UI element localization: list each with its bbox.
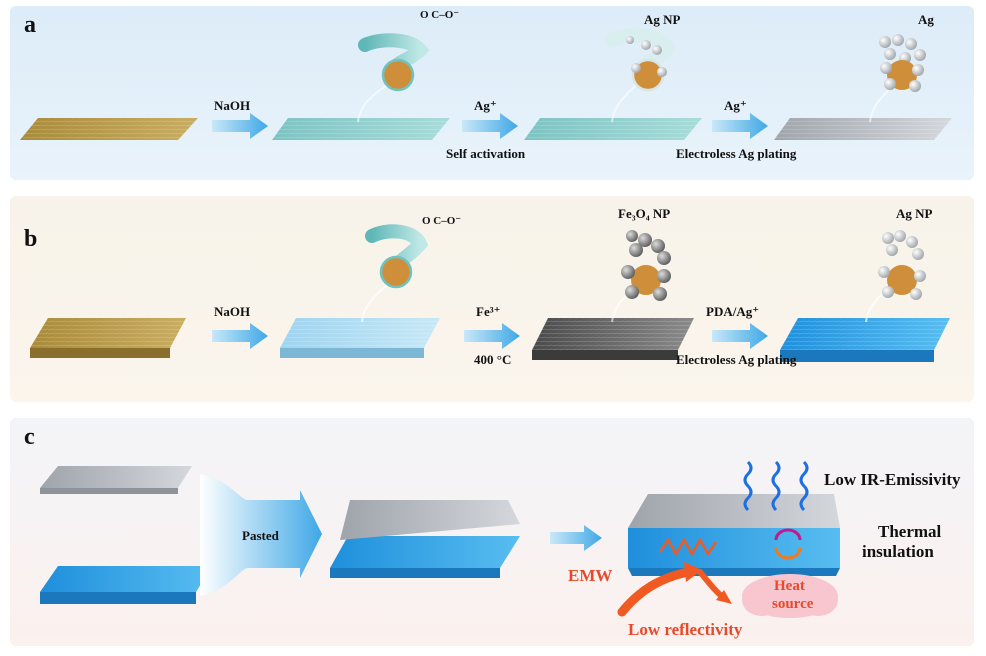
panel-a-step3-top: Ag⁺ — [724, 98, 747, 113]
panel-a-fiber-zoom-1 — [357, 33, 430, 123]
panel-b-fabric-treated — [280, 318, 440, 358]
panel-b-step2-bottom: 400 °C — [474, 352, 512, 367]
panel-b-fiber-zoom-1 — [361, 224, 429, 323]
panel-a-fabric-silver — [774, 118, 952, 140]
panel-a-arrow-3 — [712, 113, 768, 139]
panel-b-fabric-raw — [30, 318, 186, 358]
panel-b-arrow-3 — [712, 323, 768, 349]
panel-c-fabric-silver — [40, 466, 192, 494]
panel-a-carboxyl-label: O C–O⁻ — [420, 9, 460, 21]
panel-c-insulation-label: insulation — [862, 542, 934, 561]
panel-a-fabric-treated — [272, 118, 450, 140]
panel-a-fiber-zoom-2 — [605, 28, 677, 123]
panel-label-a: a — [24, 12, 36, 38]
panel-b-arrow-2 — [464, 323, 520, 349]
panel-b-carboxyl-label: O C–O⁻ — [422, 215, 462, 227]
panel-label-b: b — [24, 226, 38, 252]
panel-c-heat-label: Heat — [774, 578, 805, 594]
panel-b-arrow-1 — [212, 323, 268, 349]
panel-b-step3-top: PDA/Ag⁺ — [706, 304, 760, 319]
panel-a-fabric-raw — [20, 118, 198, 140]
panel-c-ir-waves — [743, 460, 809, 512]
panel-c-fabric-composite — [330, 500, 520, 578]
panel-c-arrow — [550, 525, 602, 551]
panel-c-fabric-final — [628, 494, 840, 576]
panel-c-fabric-blue — [40, 566, 212, 604]
panel-a-step2-bottom: Self activation — [446, 146, 526, 161]
panel-b-step1-label: NaOH — [214, 304, 251, 319]
panel-label-c: c — [24, 424, 35, 450]
panel-c-thermal-cycle — [774, 528, 802, 560]
panel-c-pasted-label: Pasted — [242, 528, 279, 543]
panel-c-pasted-arrow — [200, 474, 322, 596]
panel-c-low-ir-label: Low IR-Emissivity — [824, 470, 961, 489]
panel-a — [10, 6, 974, 180]
panel-c-emw-arrows — [617, 562, 732, 617]
panel-a-fabric-activated — [524, 118, 702, 140]
panel-c-emw-wave — [658, 537, 718, 557]
panel-c-low-reflectivity-label: Low reflectivity — [628, 620, 743, 639]
panel-a-np-label: Ag NP — [644, 12, 681, 27]
panel-c-emw-label: EMW — [568, 566, 613, 585]
panel-b — [10, 196, 974, 402]
panel-a-step1-label: NaOH — [214, 98, 251, 113]
panel-c-heat-cloud — [742, 574, 838, 618]
panel-b-step3-bottom: Electroless Ag plating — [676, 352, 797, 367]
panel-a-step2-top: Ag⁺ — [474, 98, 497, 113]
panel-a-arrow-2 — [462, 113, 518, 139]
panel-c-source-label: source — [772, 596, 814, 612]
panel-b-step2-top: Fe³⁺ — [476, 304, 501, 319]
panel-b-fiber-zoom-2 — [611, 230, 671, 323]
panel-b-fabric-blue — [780, 318, 950, 362]
panel-a-final-label: Ag — [918, 12, 934, 27]
panel-a-arrow-1 — [212, 113, 268, 139]
panel-b-np-label: Fe₃O₄ NP — [618, 206, 671, 221]
panel-a-fiber-zoom-3 — [869, 34, 926, 123]
panel-a-step3-bottom: Electroless Ag plating — [676, 146, 797, 161]
panel-b-fabric-fe3o4 — [532, 318, 694, 360]
panel-b-final-label: Ag NP — [896, 206, 933, 221]
panel-b-fiber-zoom-3 — [865, 230, 926, 323]
panel-c-thermal-label: Thermal — [878, 522, 942, 541]
